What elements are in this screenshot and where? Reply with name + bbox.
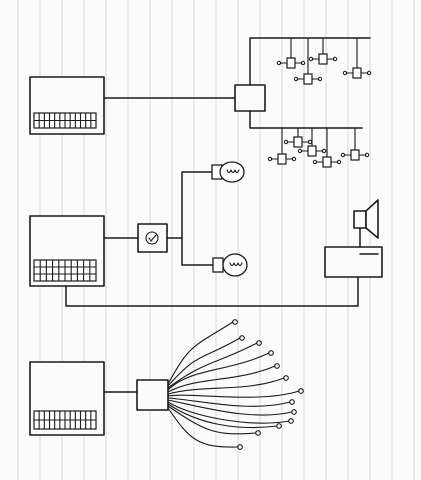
speaker-icon <box>353 199 379 239</box>
switch-icon <box>283 128 313 148</box>
wire-end-terminal <box>232 319 238 325</box>
wire-end-terminal <box>239 335 245 341</box>
wire-end-terminal <box>255 430 261 436</box>
loose-wire-bundle <box>167 319 304 450</box>
speaker-unit <box>324 199 383 278</box>
keyboard-key-grid <box>33 259 97 282</box>
wire-end-terminal <box>298 388 304 394</box>
switch-icon <box>297 137 327 157</box>
keyboard-1-keys <box>33 112 97 129</box>
wire-end-terminal <box>289 399 295 405</box>
switch-icon <box>293 65 323 85</box>
switch-hub <box>234 84 266 112</box>
dimmer <box>137 223 168 253</box>
wire-end-terminal <box>274 363 280 369</box>
switch-icon <box>308 45 338 65</box>
computer-2 <box>29 215 105 287</box>
loose-wire <box>167 321 234 385</box>
switch-cluster-top <box>276 37 372 85</box>
loose-wire <box>167 337 241 387</box>
keyboard-key-grid <box>33 410 97 430</box>
lamp-bottom-icon <box>212 253 248 277</box>
loose-wire <box>167 397 291 407</box>
loose-wire <box>167 390 300 398</box>
amplifier-box <box>324 246 383 278</box>
loose-wire <box>167 401 290 424</box>
wire-end-terminal <box>237 444 243 450</box>
wire-end-terminal <box>268 350 274 356</box>
switch-icon <box>342 59 372 79</box>
wire-computer-2-to-speaker <box>65 276 359 307</box>
keyboard-2-keys <box>33 259 97 282</box>
wire-end-terminal <box>291 409 297 415</box>
loose-wire <box>167 365 276 393</box>
loose-wire <box>167 377 285 395</box>
switch-icon <box>312 148 342 168</box>
loose-wire <box>167 403 278 429</box>
wire-dimmer-to-lamps <box>166 171 214 266</box>
switch-icon <box>267 145 297 165</box>
computer-3 <box>29 361 105 436</box>
loose-wire <box>167 399 293 416</box>
keyboard-3-keys <box>33 410 97 430</box>
switch-icon <box>340 141 370 161</box>
loose-wire <box>167 405 257 435</box>
wire-end-terminal <box>256 340 262 346</box>
switch-bus-top <box>249 37 371 86</box>
switch-cluster-bottom <box>267 127 370 168</box>
switch-bus-bottom <box>249 110 363 129</box>
dimmer-knob-icon <box>145 231 159 245</box>
loose-wire <box>167 342 258 389</box>
wire-end-terminal <box>276 423 282 429</box>
loose-wire <box>167 407 239 448</box>
wire-end-terminal <box>288 418 294 424</box>
computer-1 <box>29 76 105 135</box>
loose-wire <box>167 352 270 391</box>
keyboard-key-grid <box>33 112 97 129</box>
switch-icon <box>276 49 306 69</box>
wire-hub <box>136 379 169 411</box>
lamp-top-icon <box>211 161 245 183</box>
wire-end-terminal <box>283 375 289 381</box>
